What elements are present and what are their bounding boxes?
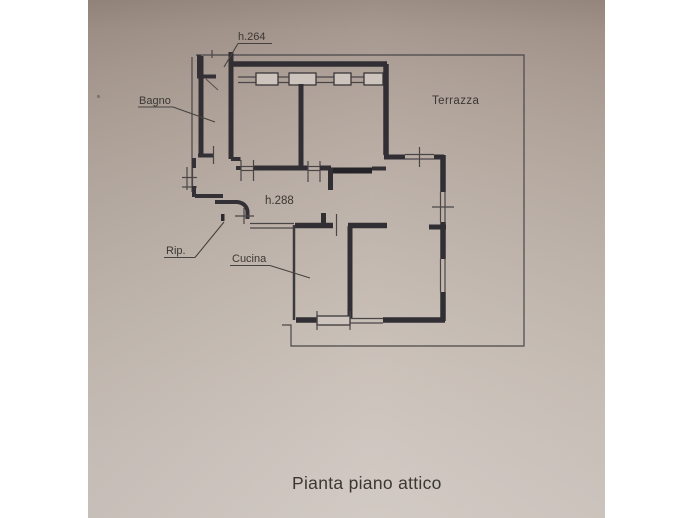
window — [363, 72, 384, 86]
leader-lines — [138, 42, 311, 279]
paper-speck — [96, 94, 101, 99]
label-height-main: h.288 — [265, 195, 294, 207]
label-bathroom: Bagno — [139, 95, 171, 107]
label-storage: Rip. — [166, 245, 186, 257]
bathroom-walls — [198, 56, 241, 164]
top-rooms-walls — [236, 84, 386, 190]
corridor-left-window — [182, 158, 223, 198]
top-wall-windows — [232, 61, 387, 86]
plan-caption: Pianta piano attico — [292, 473, 442, 493]
door-swing — [205, 78, 219, 91]
window — [316, 315, 351, 326]
label-height-entry: h.264 — [238, 31, 266, 43]
floor-plan-drawing: h.264 Bagno Terrazza h.288 Rip. Cucina P… — [96, 31, 525, 493]
door-post-mark — [221, 214, 225, 221]
scanned-paper: h.264 Bagno Terrazza h.288 Rip. Cucina P… — [88, 0, 605, 518]
window — [333, 72, 352, 86]
right-wall-windows — [383, 64, 454, 321]
storage-nook-walls — [215, 200, 254, 224]
label-kitchen: Cucina — [232, 253, 267, 265]
label-terrace: Terrazza — [432, 95, 480, 107]
kitchen-walls — [292, 225, 445, 330]
window — [255, 72, 279, 86]
window — [288, 72, 317, 86]
